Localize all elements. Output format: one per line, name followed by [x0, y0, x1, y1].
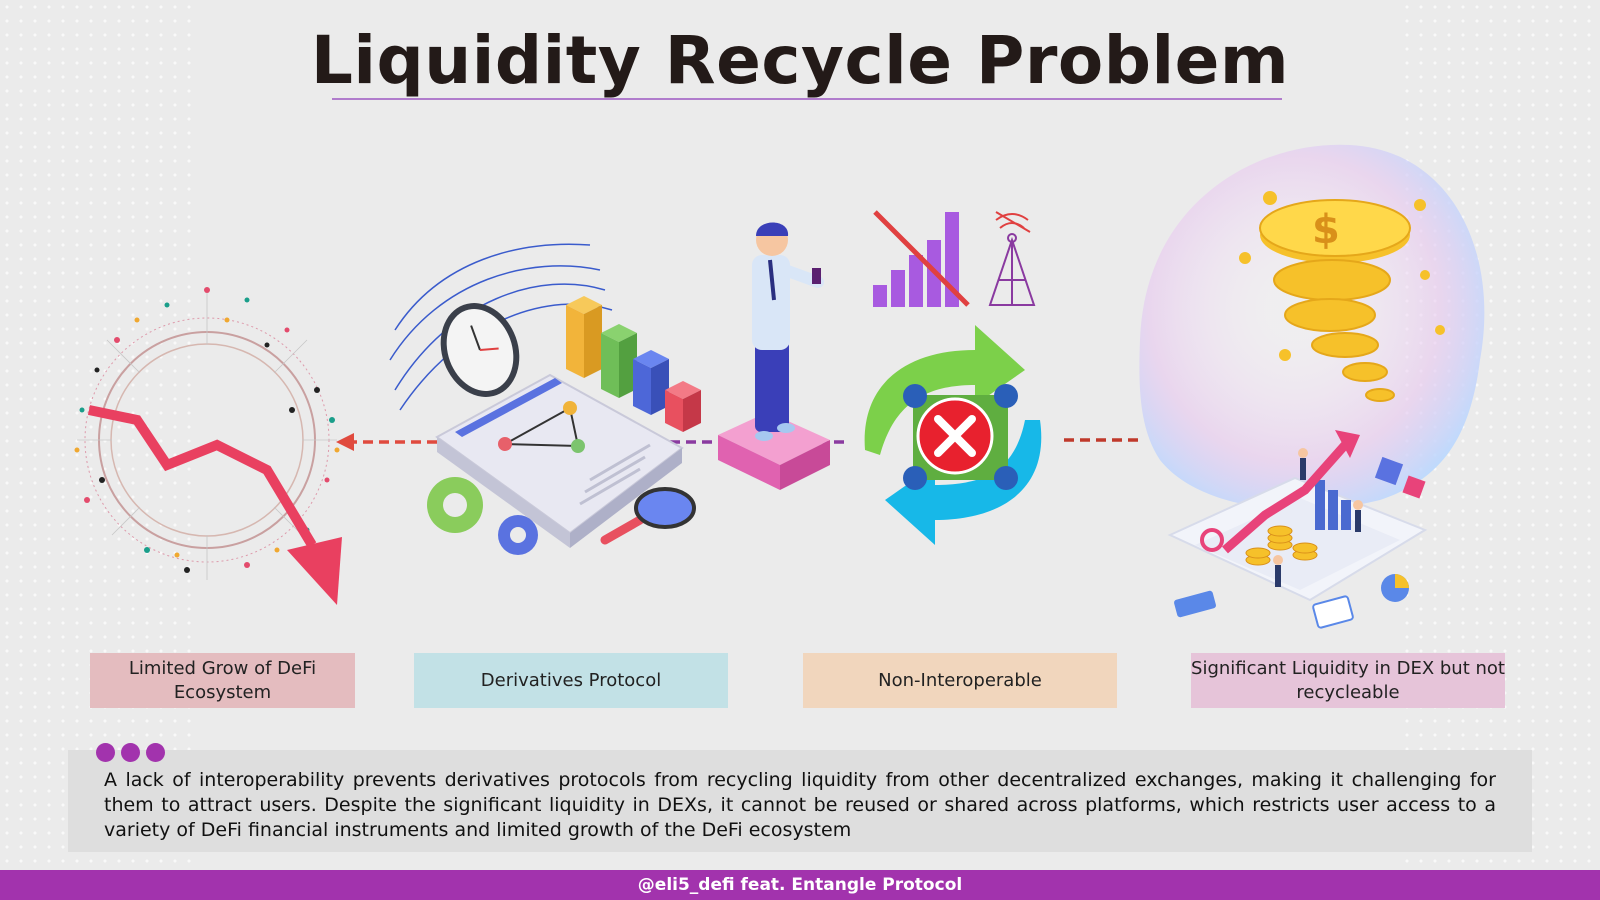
investor-figure-icon	[718, 222, 830, 490]
label-limited-growth: Limited Grow of DeFi Ecosystem	[90, 653, 355, 708]
three-dots-icon	[96, 743, 165, 762]
svg-text:$: $	[1312, 207, 1340, 253]
dot	[96, 743, 115, 762]
no-signal-icon	[873, 210, 1036, 307]
page-title: Liquidity Recycle Problem	[310, 22, 1290, 99]
description-text: A lack of interoperability prevents deri…	[68, 750, 1532, 852]
derivatives-dashboard-icon	[389, 243, 701, 555]
footer-credit: @eli5_defi feat. Entangle Protocol	[0, 870, 1600, 900]
sunburst-decline-icon	[74, 287, 342, 605]
dot	[121, 743, 140, 762]
label-non-interoperable: Non-Interoperable	[803, 653, 1117, 708]
broken-recycle-icon	[864, 325, 1042, 545]
money-tornado-icon: $	[1139, 144, 1485, 629]
label-derivatives-protocol: Derivatives Protocol	[414, 653, 728, 708]
label-significant-liquidity: Significant Liquidity in DEX but not rec…	[1191, 653, 1505, 708]
flow-illustration: $	[74, 144, 1485, 629]
dot	[146, 743, 165, 762]
title-underline	[332, 98, 1282, 100]
